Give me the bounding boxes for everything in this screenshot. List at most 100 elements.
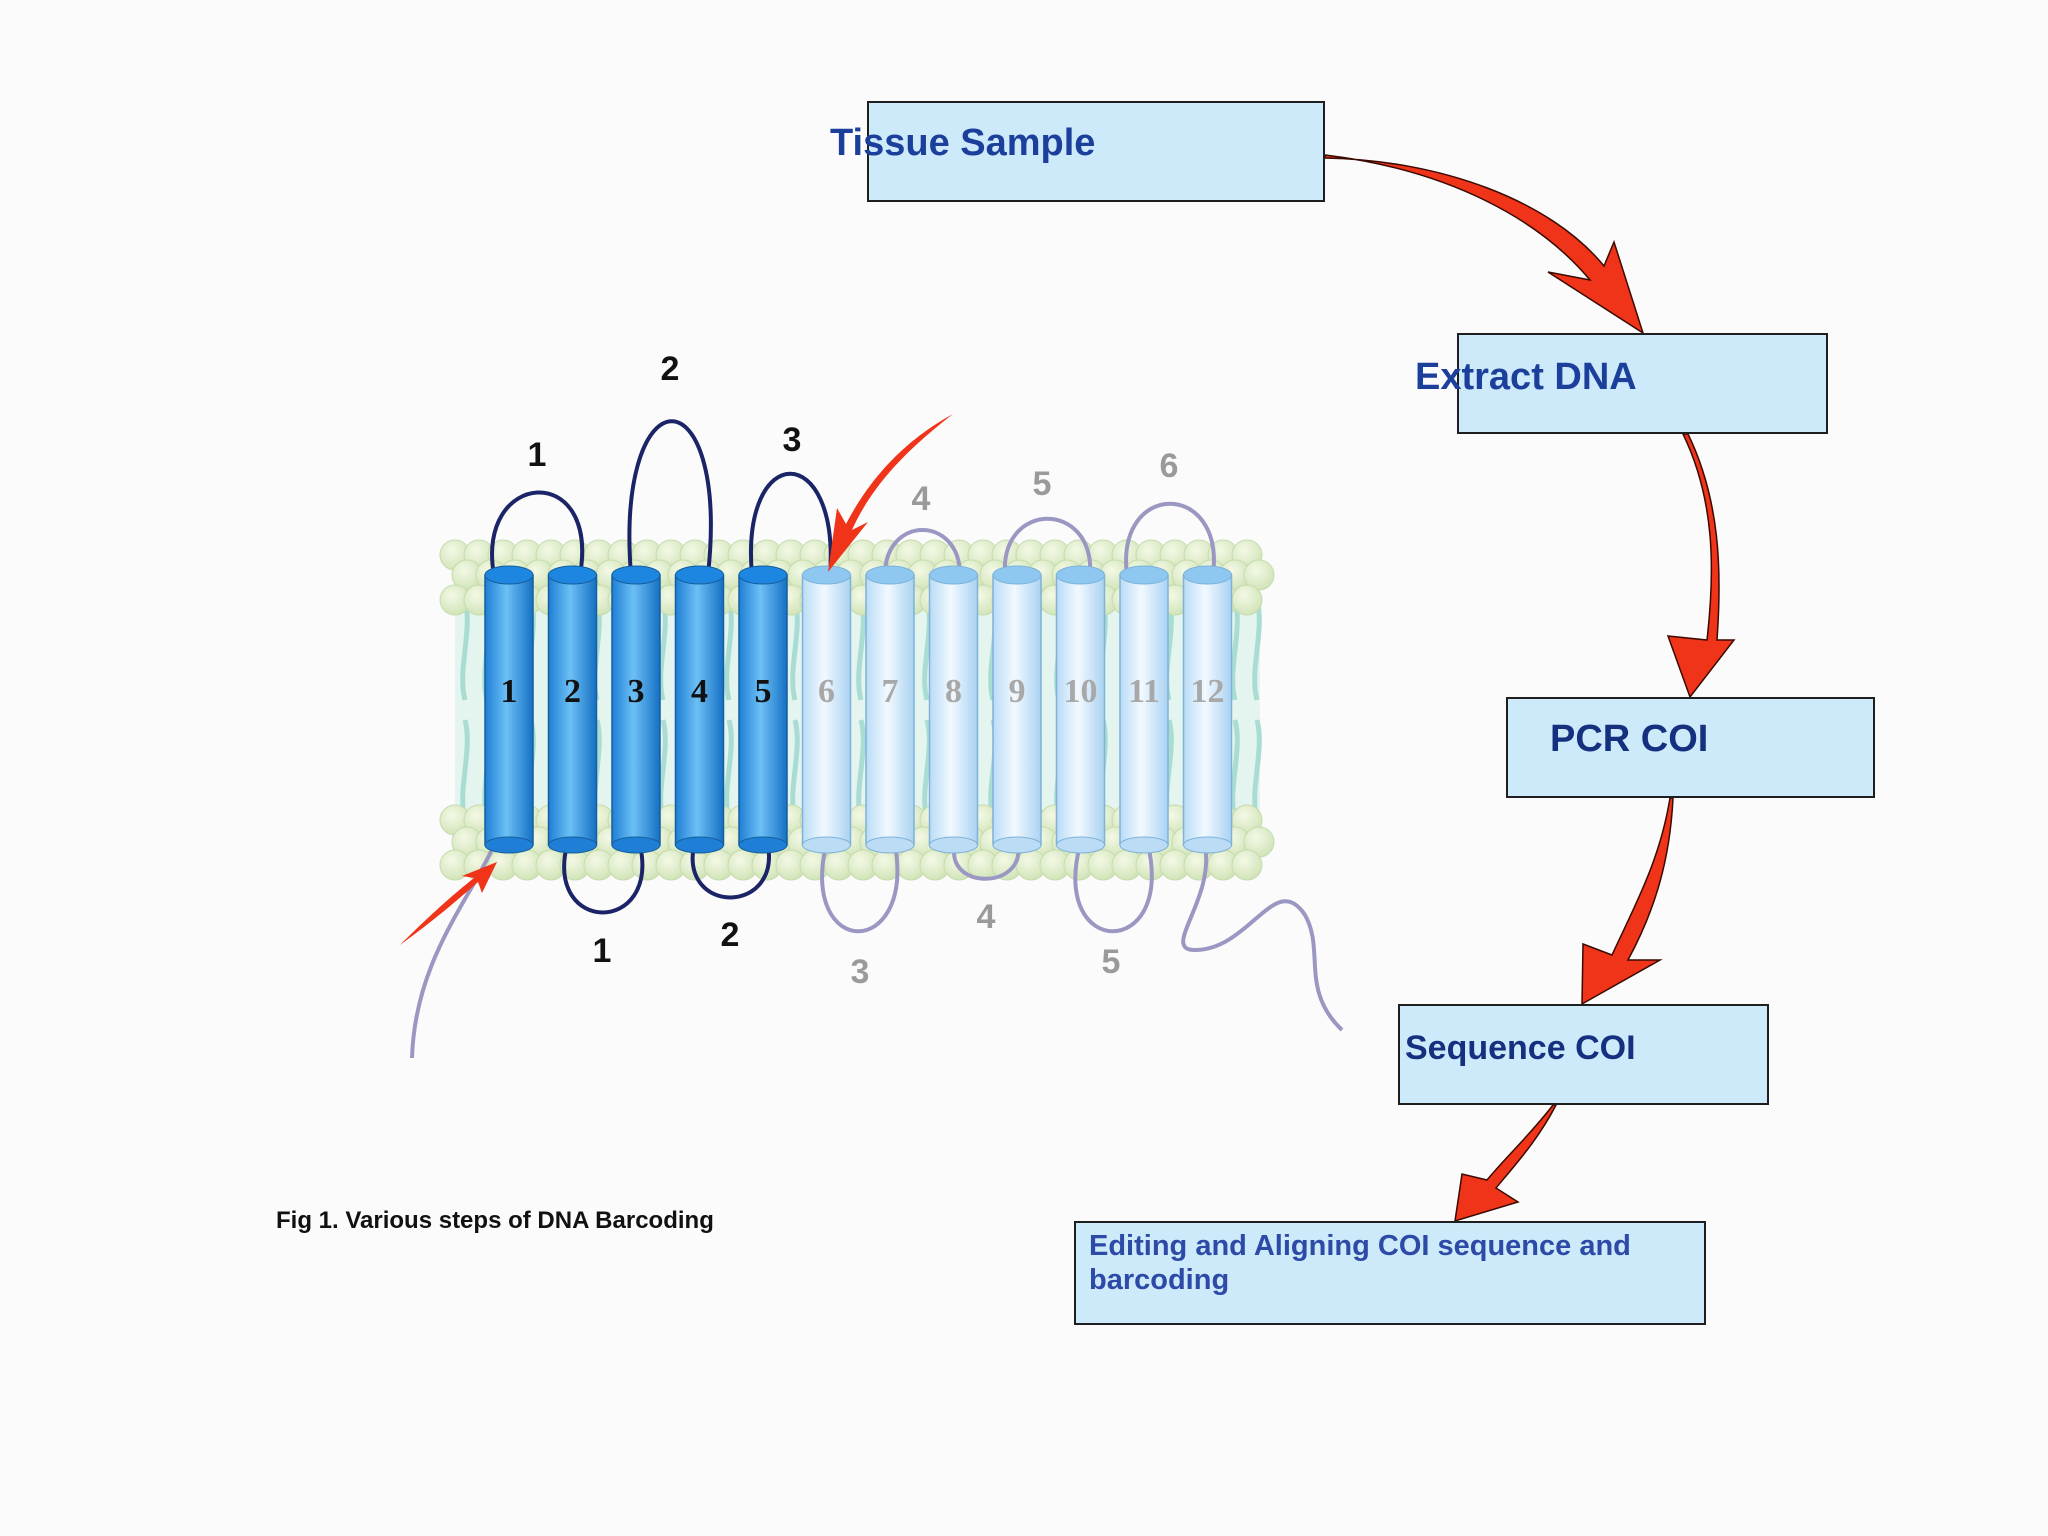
bottom-loop-1-path — [562, 844, 645, 915]
helix-top-cap — [1183, 565, 1232, 585]
helix-9: 9 — [992, 565, 1042, 854]
helix-bottom-cap — [675, 836, 724, 854]
top-loop-labels: 1 2 3 4 5 6 — [528, 350, 1179, 518]
helix-1: 1 — [484, 565, 534, 854]
extract-dna-box — [1457, 333, 1828, 434]
tissue-sample-box — [867, 101, 1325, 202]
lipid-head — [1231, 584, 1263, 616]
helix-top-cap — [1119, 565, 1169, 585]
helix-bottom-cap — [865, 836, 915, 854]
helix-6: 6 — [801, 565, 852, 854]
helix-label-2: 2 — [564, 673, 581, 710]
helix-11: 11 — [1119, 565, 1169, 854]
arrow-tissue-to-extract — [1324, 154, 1645, 335]
lipid-head — [1243, 559, 1275, 591]
helix-top-cap — [484, 565, 534, 585]
helix-top-cap — [1056, 565, 1105, 585]
helix-12: 12 — [1182, 565, 1233, 854]
red-pointer-arrow-bottom — [400, 862, 497, 945]
helix-label-4: 4 — [691, 673, 708, 710]
bottom-loop-5-path — [1073, 844, 1154, 934]
helix-top-cap — [929, 565, 978, 585]
top-loop-label-2: 2 — [661, 350, 680, 388]
helix-top-cap — [865, 565, 915, 585]
lipid-head — [1231, 849, 1263, 881]
bottom-loop-2-path — [690, 844, 771, 900]
arrow-pcr-to-sequence — [1581, 797, 1674, 1006]
extract-dna-label: Extract DNA — [1415, 356, 1637, 398]
helix-body — [547, 574, 598, 846]
editing-aligning-label: Editing and Aligning COI sequence and ba… — [1089, 1230, 1631, 1296]
helix-10: 10 — [1055, 565, 1106, 854]
c-terminal-tail — [1181, 844, 1344, 1032]
pcr-coi-box — [1506, 697, 1875, 798]
editing-aligning-box — [1074, 1221, 1706, 1325]
helix-body — [738, 574, 788, 846]
bottom-loop-label-1: 1 — [593, 932, 612, 970]
helix-bottom-cap — [802, 836, 851, 854]
light-loops — [410, 501, 1344, 1059]
helix-bottom-cap — [738, 836, 788, 854]
helix-top-cap — [738, 565, 788, 585]
helix-bottom-cap — [1183, 836, 1232, 854]
bottom-loop-labels: 1 2 3 4 5 — [593, 898, 1121, 991]
helix-body — [1182, 574, 1233, 846]
tissue-sample-label: Tissue Sample — [830, 122, 1096, 164]
helix-label-12: 12 — [1191, 673, 1225, 710]
helix-bottom-cap — [1119, 836, 1169, 854]
helix-8: 8 — [928, 565, 979, 854]
helix-body — [928, 574, 979, 846]
helix-label-9: 9 — [1009, 673, 1026, 710]
helix-label-3: 3 — [628, 673, 645, 710]
helix-body — [1119, 574, 1169, 846]
top-loop-4-path — [883, 528, 962, 576]
pcr-coi-label: PCR COI — [1550, 718, 1709, 760]
top-loop-label-4: 4 — [912, 480, 931, 518]
top-loop-label-5: 5 — [1033, 465, 1052, 503]
helix-label-6: 6 — [818, 673, 835, 710]
helix-7: 7 — [865, 565, 915, 854]
helix-4: 4 — [674, 565, 725, 854]
helix-top-cap — [992, 565, 1042, 585]
helix-bottom-cap — [929, 836, 978, 854]
helix-label-1: 1 — [501, 673, 518, 710]
helix-label-5: 5 — [755, 673, 772, 710]
helix-2: 2 — [547, 565, 598, 854]
helix-body — [992, 574, 1042, 846]
helix-body — [611, 574, 661, 846]
helix-body — [1055, 574, 1106, 846]
helix-body — [484, 574, 534, 846]
top-loop-label-6: 6 — [1160, 447, 1179, 485]
helix-bottom-cap — [611, 836, 661, 854]
helix-top-cap — [611, 565, 661, 585]
figure-caption: Fig 1. Various steps of DNA Barcoding — [276, 1207, 714, 1234]
helix-body — [801, 574, 852, 846]
bottom-loop-label-3: 3 — [851, 953, 870, 991]
top-loop-label-3: 3 — [783, 421, 802, 459]
red-pointer-arrow-top — [828, 414, 953, 572]
helix-top-cap — [548, 565, 597, 585]
top-loop-2-path — [627, 419, 713, 576]
helix-bottom-cap — [1056, 836, 1105, 854]
bottom-loop-4-path — [952, 844, 1021, 881]
helix-label-8: 8 — [945, 673, 962, 710]
top-loop-1-path — [490, 490, 584, 576]
helix-body — [674, 574, 725, 846]
flow-arrows — [1324, 154, 1736, 1223]
bottom-loop-label-5: 5 — [1102, 943, 1121, 981]
bottom-loop-label-2: 2 — [721, 916, 740, 954]
arrow-extract-to-pcr — [1666, 433, 1736, 699]
helix-label-7: 7 — [882, 673, 899, 710]
sequence-coi-box — [1398, 1004, 1769, 1105]
bottom-loop-label-4: 4 — [977, 898, 996, 936]
arrow-sequence-to-editing — [1454, 1104, 1558, 1223]
top-loop-3-path — [749, 471, 833, 576]
helix-bottom-cap — [484, 836, 534, 854]
helix-top-cap — [675, 565, 724, 585]
helix-bottom-cap — [548, 836, 597, 854]
helix-body — [865, 574, 915, 846]
helix-bottom-cap — [992, 836, 1042, 854]
sequence-coi-label: Sequence COI — [1405, 1029, 1636, 1067]
helix-5: 5 — [738, 565, 788, 854]
top-loop-6-path — [1124, 501, 1216, 576]
